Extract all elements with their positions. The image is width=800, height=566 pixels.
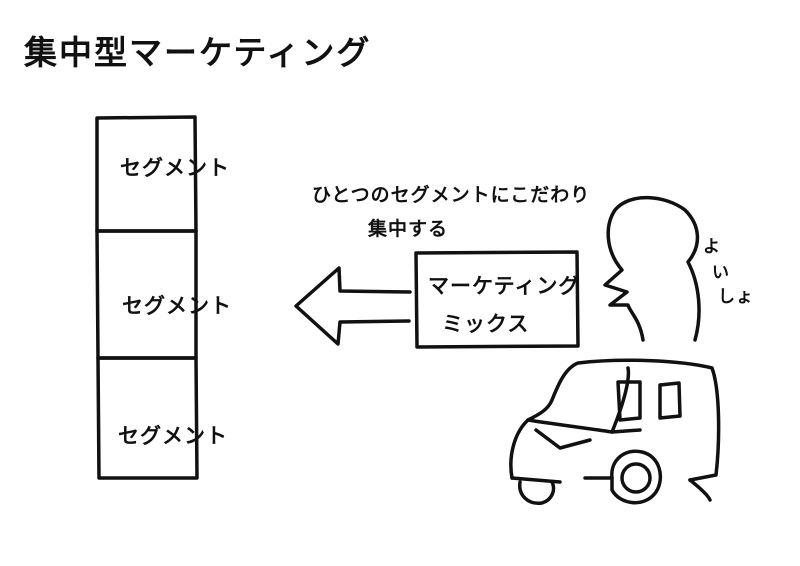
segment-label-2: セグメント — [122, 294, 232, 318]
left-arrow — [294, 266, 412, 346]
marketing-mix-line-2: ミックス — [442, 312, 530, 336]
page-title: 集中型マーケティング — [24, 33, 372, 72]
segment-label-1: セグメント — [120, 156, 230, 180]
speech-i: い — [712, 263, 730, 283]
car-drawing — [509, 358, 721, 505]
marketing-mix-line-1: マーケティング — [428, 274, 581, 298]
segment-stack — [95, 115, 199, 480]
marketing-mix-box — [414, 250, 580, 349]
segment-label-3: セグメント — [118, 424, 228, 448]
person-figure — [603, 195, 701, 342]
speech-sho: しょ — [718, 287, 754, 307]
speech-yo: よ — [703, 237, 721, 257]
caption-line-1: ひとつのセグメントにこだわり — [312, 184, 591, 206]
caption-line-2: 集中する — [368, 218, 449, 240]
segment-box-3 — [96, 356, 199, 480]
